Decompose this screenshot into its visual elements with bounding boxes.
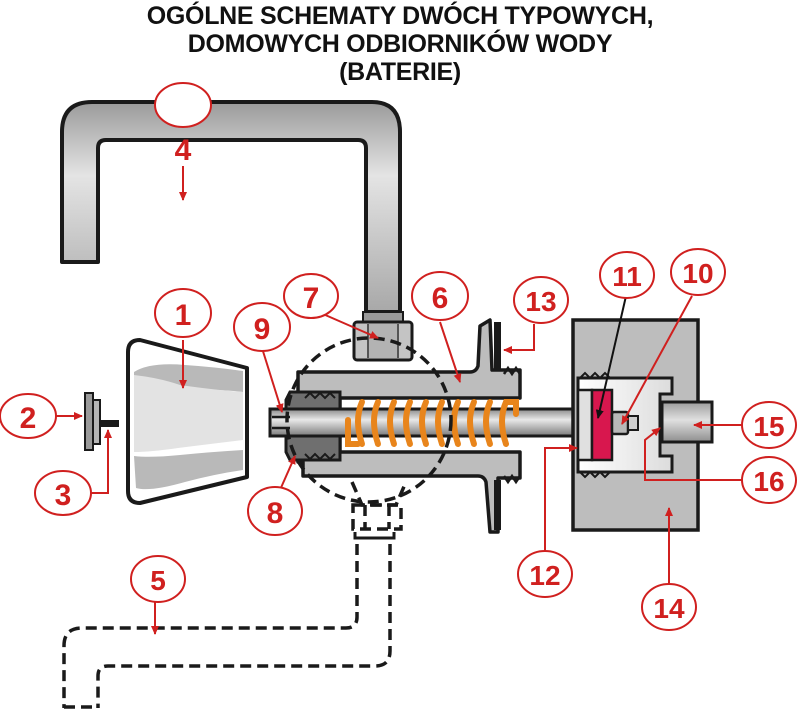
leader-9	[261, 347, 284, 413]
title-line-3: (BATERIE)	[339, 58, 461, 86]
leader-6	[439, 321, 462, 383]
washer-screw	[610, 410, 639, 436]
callout-9: 9	[254, 313, 271, 346]
callout-5: 5	[150, 565, 166, 596]
diagram-title: OGÓLNE SCHEMATY DWÓCH TYPOWYCH, DOMOWYCH…	[0, 2, 800, 86]
washer-holder	[576, 388, 594, 462]
callout-4: 4	[175, 134, 192, 167]
title-line-1: OGÓLNE SCHEMATY DWÓCH TYPOWYCH,	[146, 2, 654, 30]
callout-12: 12	[529, 560, 560, 591]
leader-7	[322, 313, 379, 339]
callout-15: 15	[753, 411, 784, 442]
lower-spout-dashed	[62, 481, 408, 709]
spring	[345, 399, 519, 447]
leader-lines	[56, 166, 742, 635]
coupling-zone-circle	[285, 336, 453, 504]
leader-8	[279, 455, 296, 491]
wall-flange	[494, 322, 501, 530]
leader-13	[503, 324, 535, 354]
callout-empty	[154, 82, 212, 128]
callout-11: 11	[612, 261, 642, 292]
callout-10: 10	[682, 258, 713, 289]
knob-handle	[126, 338, 249, 505]
callout-8: 8	[267, 497, 284, 530]
callout-6: 6	[432, 282, 449, 315]
valve-body	[296, 318, 522, 534]
cap-disc	[84, 392, 101, 451]
leader-11	[595, 295, 627, 419]
callout-16: 16	[753, 466, 784, 497]
callout-2: 2	[20, 402, 37, 435]
callouts: 4 1 2 3 9 8 7 6 13 11 10 15 16 12 14 5	[0, 82, 797, 631]
cap-screw	[100, 420, 119, 427]
lower-spout-collar	[353, 532, 396, 540]
spout-nut	[352, 311, 414, 362]
callout-7: 7	[303, 282, 320, 315]
callout-1: 1	[175, 299, 192, 332]
spout	[60, 100, 402, 314]
callout-14: 14	[653, 593, 685, 624]
callout-13: 13	[525, 286, 556, 317]
leader-10	[621, 295, 693, 425]
callout-3: 3	[55, 479, 72, 512]
leader-16	[644, 427, 742, 481]
valve-seat	[660, 400, 714, 444]
leader-12	[544, 444, 578, 553]
title-line-2: DOMOWYCH ODBIORNIKÓW WODY	[187, 30, 613, 58]
